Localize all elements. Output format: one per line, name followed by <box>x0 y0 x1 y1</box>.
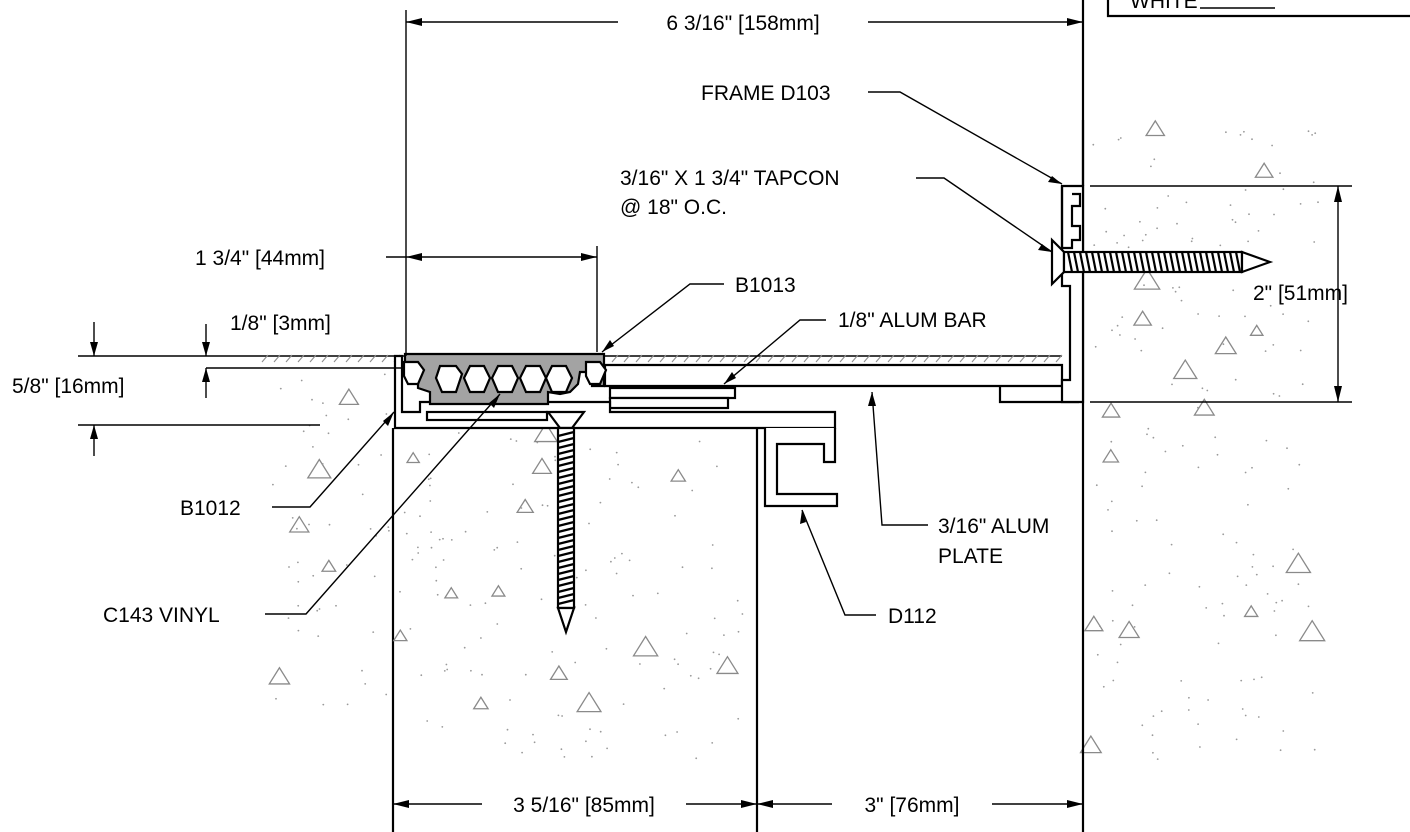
label-tapcon-line1: 3/16" X 1 3/4" TAPCON <box>620 167 840 190</box>
label-b1012: B1012 <box>180 497 241 520</box>
concrete-left-slab <box>262 119 1326 832</box>
drawing-labels: 6 3/16" [158mm] FRAME D103 3/16" X 1 3/4… <box>12 12 1348 817</box>
label-alum-bar: 1/8" ALUM BAR <box>838 309 987 332</box>
floor-topping-hatch <box>261 354 1063 363</box>
label-alum-plate-line1: 3/16" ALUM <box>938 515 1049 538</box>
title-block-partial-text: WHITE <box>1130 0 1198 13</box>
dim-assembly-depth: 5/8" [16mm] <box>12 375 125 398</box>
alum-bar-1-8 <box>608 386 737 410</box>
d112-channel <box>763 428 839 508</box>
leader-lines <box>265 91 1063 616</box>
label-alum-plate-line2: PLATE <box>938 545 1003 568</box>
c143-vinyl-insert <box>402 352 608 406</box>
label-d112: D112 <box>888 605 937 628</box>
dim-gap-width: 3" [76mm] <box>865 794 960 817</box>
b1012-base-extrusion <box>393 354 837 430</box>
dim-overall-width: 6 3/16" [158mm] <box>666 12 819 35</box>
label-b1013: B1013 <box>735 274 796 297</box>
alum-plate-3-16 <box>603 363 1080 404</box>
label-tapcon-line2: @ 18" O.C. <box>620 196 727 219</box>
label-frame-d103: FRAME D103 <box>701 82 831 105</box>
title-block-fragment: WHITE <box>1106 0 1410 18</box>
dim-recess-depth: 1/8" [3mm] <box>230 312 331 335</box>
dim-frame-height: 2" [51mm] <box>1253 282 1348 305</box>
label-c143-vinyl: C143 VINYL <box>103 604 220 627</box>
dimension-lines <box>78 10 1352 808</box>
dim-left-slab-width: 3 5/16" [85mm] <box>513 794 655 817</box>
dim-cover-width: 1 3/4" [44mm] <box>195 247 325 270</box>
anchor-screw-vertical <box>545 410 587 636</box>
tapcon-screw-horizontal <box>1050 237 1274 287</box>
